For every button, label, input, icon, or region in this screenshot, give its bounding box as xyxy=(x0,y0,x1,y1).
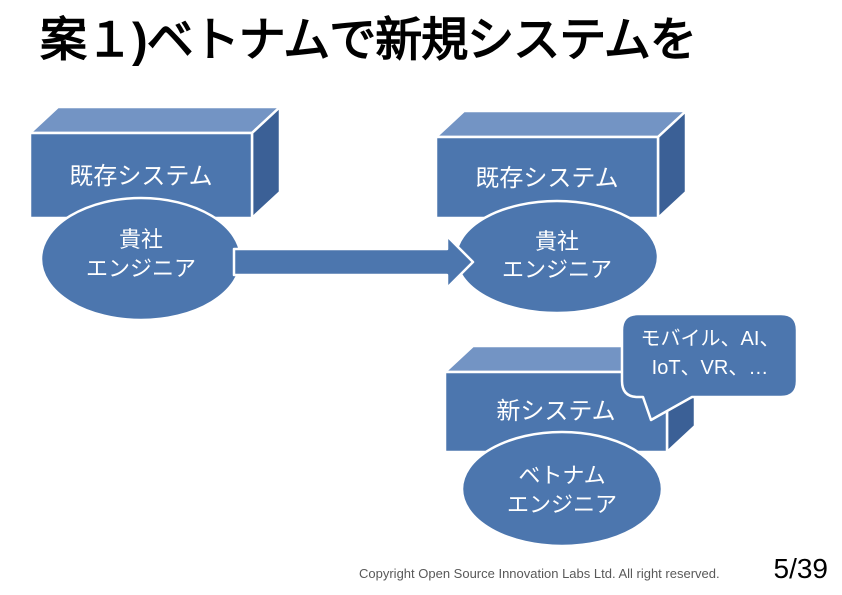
cube-top-face xyxy=(28,105,282,135)
your-engineers-line1: 貴社 xyxy=(119,227,163,252)
page-title: 案１)ベトナムで新規システムを xyxy=(40,13,697,66)
callout-shape xyxy=(620,312,799,422)
cube-top-face xyxy=(434,109,688,139)
ellipse-shape xyxy=(460,430,664,548)
vietnam-engineers-ellipse: ベトナム エンジニア xyxy=(460,430,664,548)
callout-line2: IoT、VR、… xyxy=(652,357,769,379)
vietnam-engineers-line1: ベトナム xyxy=(518,463,605,488)
copyright-text: Copyright Open Source Innovation Labs Lt… xyxy=(359,566,720,581)
vietnam-engineers-line2: エンジニア xyxy=(507,492,617,517)
your-engineers-line1: 貴社 xyxy=(535,229,579,254)
new-system-label: 新システム xyxy=(496,398,615,425)
your-engineers-ellipse-right: 貴社 エンジニア xyxy=(454,199,660,315)
your-engineers-ellipse-left: 貴社 エンジニア xyxy=(39,196,243,322)
page-number: 5/39 xyxy=(773,553,829,584)
callout-line1: モバイル、AI、 xyxy=(641,328,780,350)
existing-system-label-right: 既存システム xyxy=(475,165,618,192)
your-engineers-line2: エンジニア xyxy=(86,256,196,281)
your-engineers-line2: エンジニア xyxy=(502,257,612,282)
transfer-arrow xyxy=(232,234,475,290)
existing-system-label-left: 既存システム xyxy=(69,163,212,190)
tech-callout-bubble: モバイル、AI、 IoT、VR、… xyxy=(620,312,799,422)
